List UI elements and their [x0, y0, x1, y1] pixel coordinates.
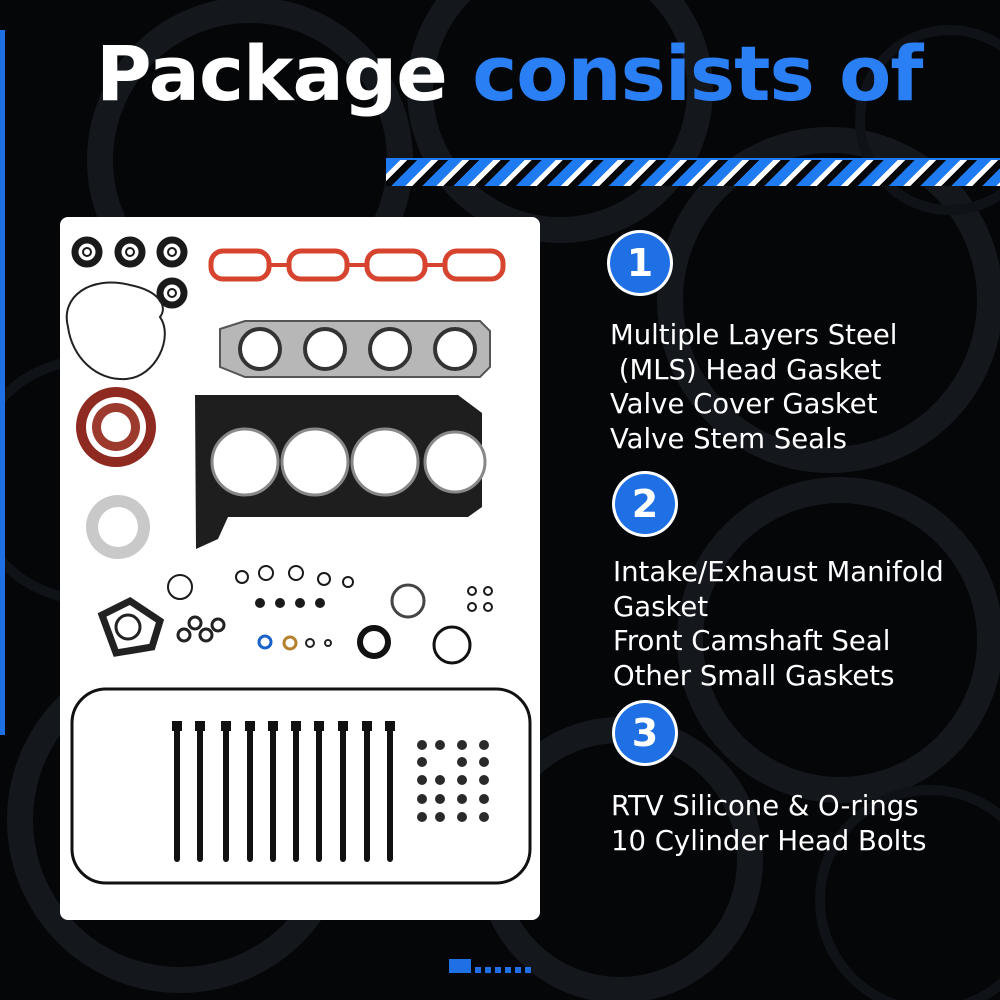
- list-item: (MLS) Head Gasket: [610, 353, 882, 386]
- accent-side-bar: [0, 30, 5, 735]
- step-badge-2: 2: [612, 471, 678, 537]
- step-number: 3: [615, 703, 675, 763]
- page-title: Package consists of: [96, 28, 923, 119]
- title-part-blue: consists of: [472, 29, 923, 118]
- step-number: 2: [615, 474, 675, 534]
- pagination-dot: [475, 967, 481, 973]
- section-2-list: Intake/Exhaust Manifold Gasket Front Cam…: [613, 555, 944, 693]
- decorative-stripe-band: [386, 158, 1000, 186]
- list-item: Gasket: [613, 590, 709, 623]
- step-number: 1: [610, 233, 670, 293]
- gasket-kit-photo: [65, 236, 532, 885]
- product-image-card: [60, 217, 540, 920]
- step-badge-3: 3: [612, 700, 678, 766]
- list-item: Valve Cover Gasket: [610, 388, 878, 420]
- pagination-dot: [495, 967, 501, 973]
- step-badge-1: 1: [607, 230, 673, 296]
- list-item: Front Camshaft Seal: [613, 625, 891, 657]
- pagination-dot: [525, 967, 531, 973]
- pagination-dot: [505, 967, 511, 973]
- list-item: RTV Silicone & O-rings: [611, 790, 919, 822]
- pagination-dot-active: [449, 959, 471, 973]
- list-item: Multiple Layers Steel: [610, 319, 898, 351]
- title-part-white: Package: [96, 29, 448, 118]
- list-item: Valve Stem Seals: [610, 422, 847, 455]
- list-item: Intake/Exhaust Manifold: [613, 556, 944, 588]
- list-item: 10 Cylinder Head Bolts: [611, 824, 927, 857]
- pagination-indicator: [449, 959, 531, 973]
- list-item: Other Small Gaskets: [613, 659, 895, 692]
- section-3-list: RTV Silicone & O-rings 10 Cylinder Head …: [611, 789, 926, 858]
- pagination-dot: [485, 967, 491, 973]
- pagination-dot: [515, 967, 521, 973]
- section-1-list: Multiple Layers Steel (MLS) Head Gasket …: [610, 318, 897, 456]
